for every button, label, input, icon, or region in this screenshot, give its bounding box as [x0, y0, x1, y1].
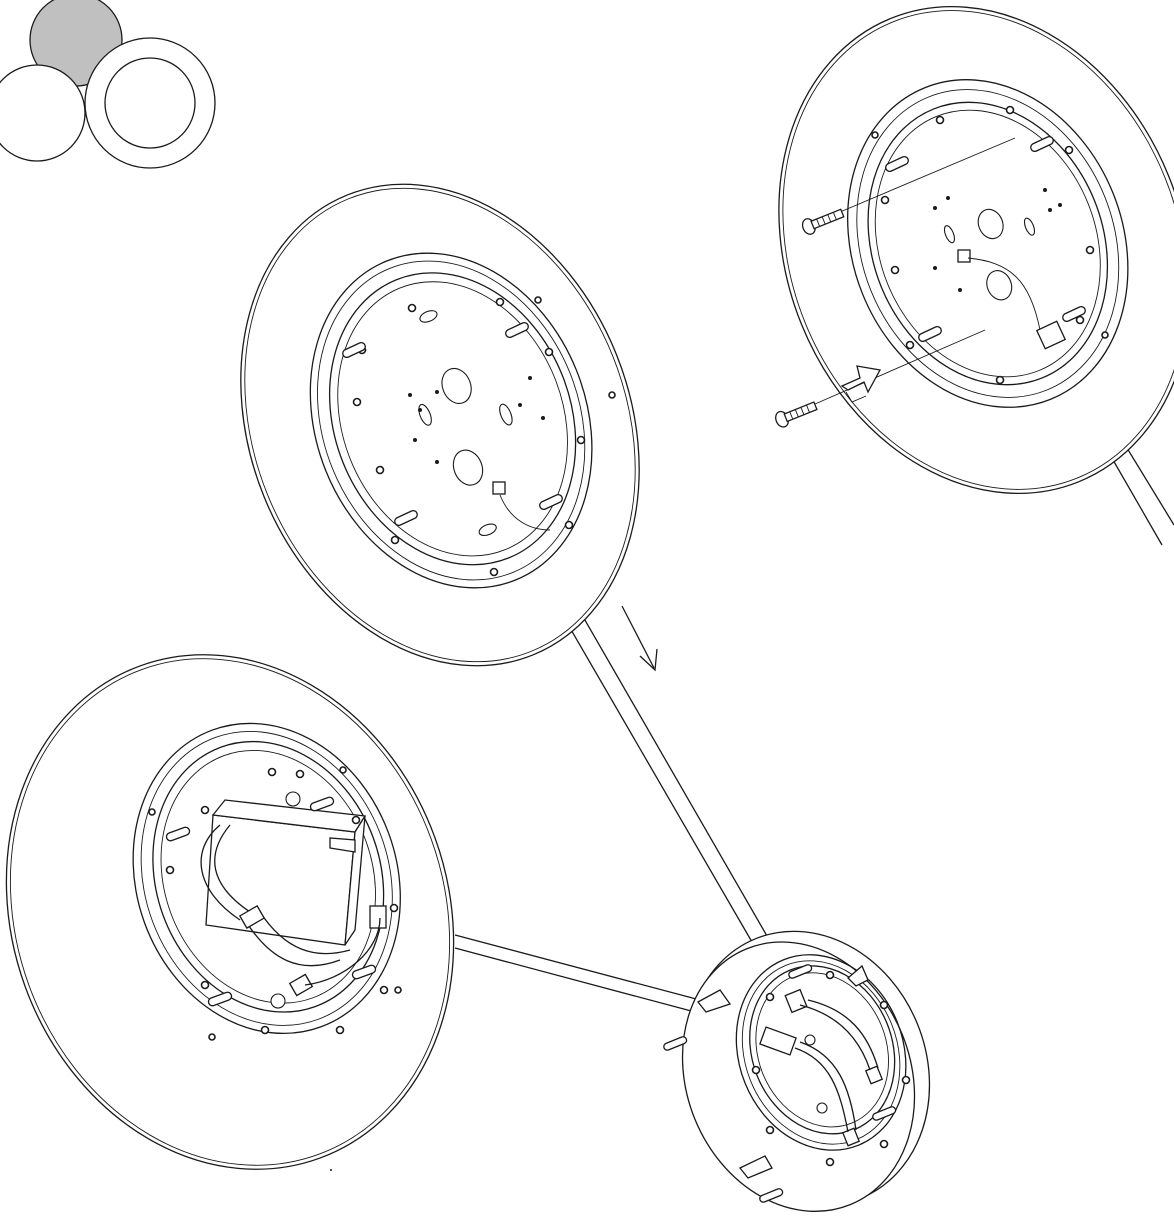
arrow-down-icon — [621, 605, 658, 672]
screw-upper — [801, 208, 845, 235]
ceiling-plate-top — [240, 183, 640, 667]
outer-rim — [778, 5, 1174, 495]
plate-top-standoffs — [342, 321, 563, 531]
outer-rim — [240, 183, 640, 667]
step-circle-right-inner — [104, 57, 196, 149]
canopy-icon — [663, 930, 931, 1212]
step-circle-left — [0, 64, 86, 162]
screw-mount-icon — [775, 137, 1016, 428]
mount-plate — [152, 740, 385, 1013]
screw-lower — [775, 401, 818, 428]
mount-plate — [328, 272, 577, 566]
canopy-front — [681, 941, 916, 1212]
mount-plate — [867, 101, 1109, 386]
step-circle-right — [84, 37, 216, 169]
rod-center-to-canopy — [547, 581, 768, 943]
driver-box-icon — [200, 799, 387, 997]
plate-left-screws — [148, 766, 402, 1041]
inner-frame — [847, 79, 1129, 408]
rod-left-to-canopy — [454, 934, 701, 1013]
canopy-inner-frame — [735, 954, 907, 1151]
outline-arrow-icon — [840, 365, 882, 403]
plate-right-screws — [871, 105, 1109, 385]
plate-right-standoffs — [885, 135, 1086, 350]
center-hole-upper — [441, 367, 472, 404]
inner-frame — [132, 722, 401, 1035]
inner-frame — [309, 252, 593, 589]
step-indicator-icon — [0, 0, 216, 169]
ceiling-plate-with-screws — [778, 5, 1174, 495]
center-hole-lower — [452, 449, 484, 486]
